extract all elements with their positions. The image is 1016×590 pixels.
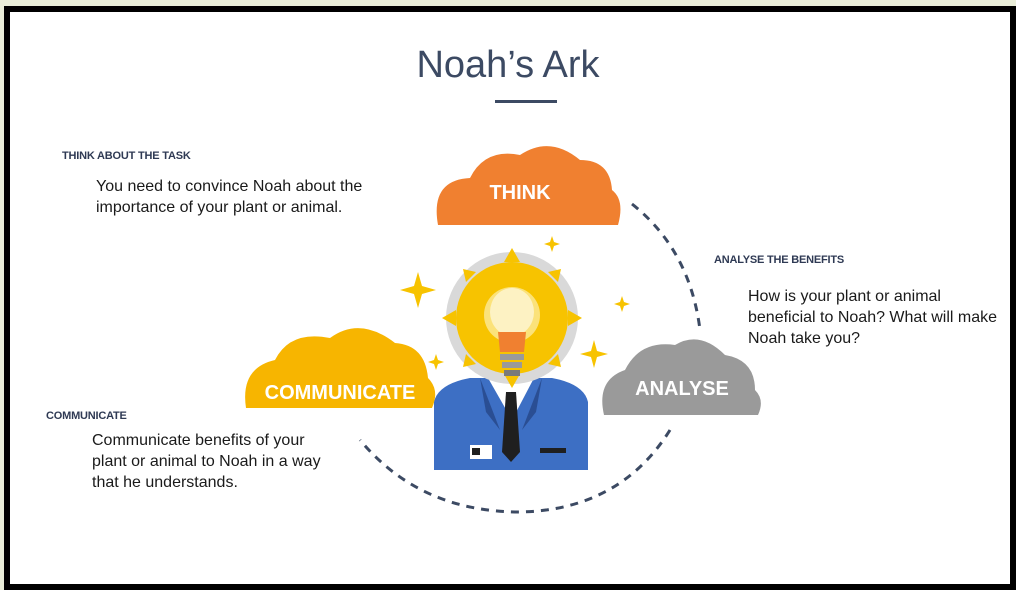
think-heading: THINK ABOUT THE TASK [62, 150, 191, 162]
dashed-arc-think-to-analyse [631, 202, 702, 331]
lightbulb-head-icon [442, 248, 582, 388]
dashed-arc-analyse-to-communicate [358, 429, 672, 514]
think-cloud-label: THINK [489, 182, 551, 204]
analyse-heading: ANALYSE THE BENEFITS [714, 254, 845, 266]
sparkle-icon [400, 236, 630, 370]
communicate-heading: COMMUNICATE [46, 410, 127, 422]
communicate-cloud-label: COMMUNICATE [264, 382, 416, 404]
analyse-cloud-label: ANALYSE [635, 378, 729, 400]
person-figure-icon [434, 378, 588, 470]
think-cloud-icon [436, 146, 621, 225]
communicate-body: Communicate benefits of your plant or an… [92, 432, 321, 491]
page-title: Noah’s Ark [416, 44, 600, 86]
title-underline [495, 100, 557, 103]
communicate-cloud-icon [245, 328, 436, 408]
think-body: You need to convince Noah about the impo… [96, 178, 363, 216]
analyse-body: How is your plant or animal beneficial t… [748, 288, 998, 347]
analyse-cloud-icon [602, 339, 761, 415]
